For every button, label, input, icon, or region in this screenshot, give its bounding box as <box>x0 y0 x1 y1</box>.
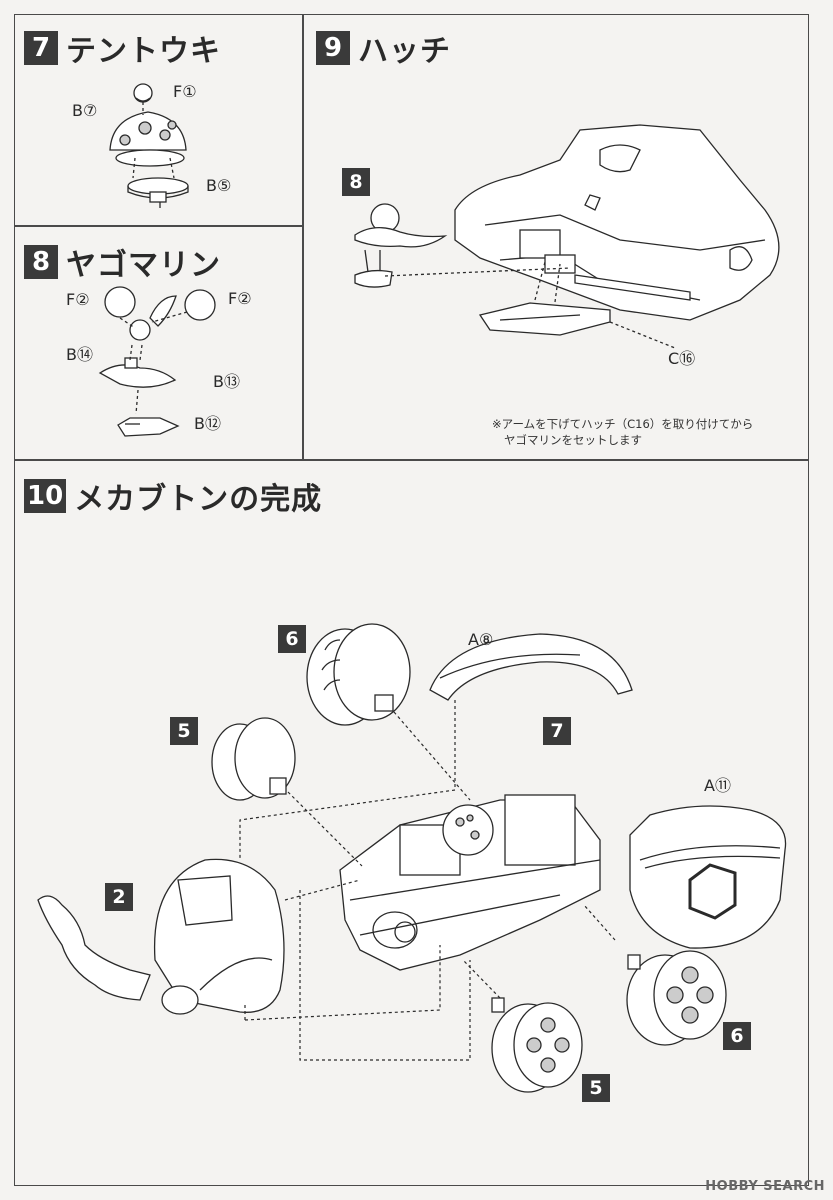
hatch-vehicle-illustration <box>354 124 780 336</box>
part-label-b5: B⑤ <box>206 176 232 195</box>
yagomarin-part-illustration <box>98 286 216 437</box>
step-title: テントウキ <box>66 34 221 69</box>
assembly-note: ※アームを下げてハッチ（C16）を取り付けてから ヤゴマリンをセットします <box>492 416 753 448</box>
mekabuton-assembly-illustration <box>37 623 787 1093</box>
part-label-b13: B⑬ <box>213 372 240 391</box>
watermark: HOBBY SEARCH <box>705 1179 825 1194</box>
step-ref-tag-6-right: 6 <box>723 1022 751 1050</box>
step-number: 8 <box>24 245 58 279</box>
part-label-f2-left: F② <box>66 290 90 309</box>
step-number: 10 <box>24 479 67 513</box>
step-ref-tag: 8 <box>342 168 370 196</box>
step-ref-tag-5-left: 5 <box>170 717 198 745</box>
panel-step8 <box>14 225 304 461</box>
step10-header: 10 メカブトンの完成 <box>24 474 322 518</box>
step-title: ヤゴマリン <box>66 248 221 283</box>
part-label-a11: A⑪ <box>704 776 731 795</box>
step8-header: 8 ヤゴマリン <box>24 240 221 284</box>
panel-step9 <box>302 14 809 461</box>
part-label-a8: A⑧ <box>468 630 494 649</box>
step-ref-tag-2: 2 <box>105 883 133 911</box>
step-ref-tag-7: 7 <box>543 717 571 745</box>
note-line1: ※アームを下げてハッチ（C16）を取り付けてから <box>492 417 754 431</box>
part-label-b14: B⑭ <box>66 345 93 364</box>
part-label-b7: B⑦ <box>72 101 98 120</box>
step9-header: 9 ハッチ <box>316 26 451 70</box>
part-label-f1: F① <box>173 82 197 101</box>
panel-step10 <box>14 459 809 1186</box>
step-ref-tag-5-bottom: 5 <box>582 1074 610 1102</box>
note-line2: ヤゴマリンをセットします <box>504 433 642 447</box>
step-title: ハッチ <box>358 34 451 69</box>
step-number: 7 <box>24 31 58 65</box>
step-number: 9 <box>316 31 350 65</box>
panel-step7 <box>14 14 304 227</box>
step-title: メカブトンの完成 <box>74 482 323 517</box>
step7-header: 7 テントウキ <box>24 26 221 70</box>
part-label-c16: C⑯ <box>668 349 696 368</box>
ladybug-part-illustration <box>109 83 189 208</box>
step-ref-tag-6-top: 6 <box>278 625 306 653</box>
part-label-b12: B⑫ <box>194 414 221 433</box>
part-label-f2-right: F② <box>228 289 252 308</box>
